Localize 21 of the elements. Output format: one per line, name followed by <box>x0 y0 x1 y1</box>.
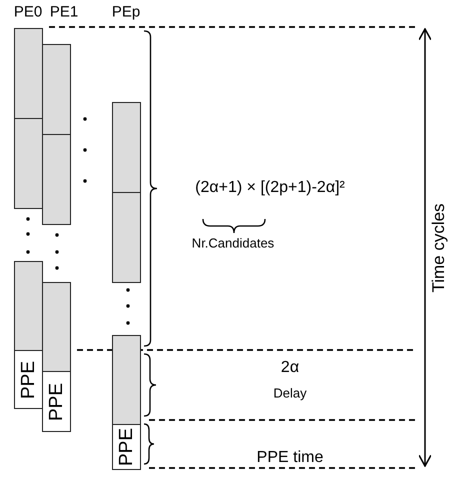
time-slot-box <box>14 28 43 119</box>
formula-caption: Nr.Candidates <box>192 236 274 250</box>
time-slot-box <box>42 44 71 135</box>
time-slot-box <box>42 134 71 225</box>
column-label: PE1 <box>50 4 78 20</box>
time-slot-box <box>42 282 71 372</box>
time-label: PPE time <box>256 449 324 467</box>
time-slot-box <box>112 335 141 425</box>
ppe-box: PPE <box>14 350 43 409</box>
column-label: PEp <box>112 4 140 20</box>
ppe-box: PPE <box>42 371 71 432</box>
time-slot-box <box>112 192 141 283</box>
axis-label: Time cycles <box>429 203 449 293</box>
delay-caption: Delay <box>273 386 307 400</box>
column-label: PE0 <box>14 4 42 20</box>
time-slot-box <box>14 261 43 351</box>
ppe-box: PPE <box>112 424 141 470</box>
time-slot-box <box>112 102 141 193</box>
delay-value: 2α <box>280 359 300 377</box>
time-slot-box <box>14 118 43 209</box>
formula: (2α+1) × [(2p+1)-2α]² <box>195 179 345 197</box>
